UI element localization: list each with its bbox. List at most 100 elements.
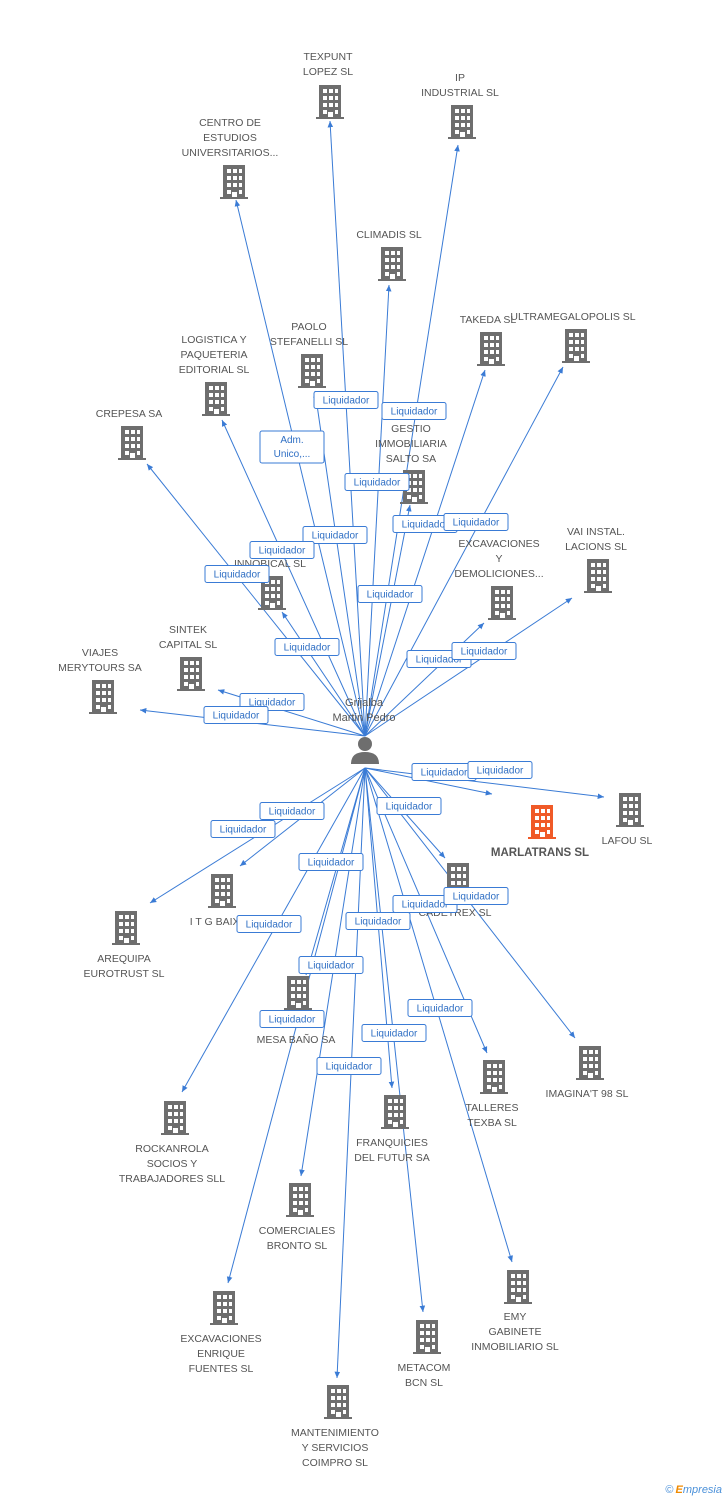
company-node-itg[interactable]: I T G BAIX... — [190, 874, 249, 928]
edge-to-excav_demol — [364, 622, 485, 737]
role-badge[interactable]: Liquidador — [381, 402, 447, 420]
building-icon — [208, 874, 236, 908]
company-node-ultra[interactable]: ULTRAMEGALOPOLIS SL — [510, 311, 636, 363]
building-icon — [504, 1270, 532, 1304]
brand-initial: E — [675, 1484, 683, 1496]
badge-label: Liquidador — [246, 920, 293, 931]
role-badge[interactable]: Adm.Unico,... — [259, 430, 325, 464]
role-badge[interactable]: Liquidador — [411, 763, 477, 781]
badge-label: Liquidador — [214, 570, 261, 581]
company-node-climadis[interactable]: CLIMADIS SL — [356, 229, 422, 281]
role-badge[interactable]: Liquidador — [407, 999, 473, 1017]
badge-label: Liquidador — [453, 892, 500, 903]
company-node-lafou[interactable]: LAFOU SL — [602, 793, 653, 847]
badge-label: Liquidador — [453, 518, 500, 529]
role-badge[interactable]: Liquidador — [313, 391, 379, 409]
badge-label: Liquidador — [421, 768, 468, 779]
role-badge[interactable]: Liquidador — [259, 1010, 325, 1028]
role-badge[interactable]: Liquidador — [451, 642, 517, 660]
company-label: SINTEK — [169, 624, 207, 636]
company-node-centro[interactable]: CENTRO DEESTUDIOSUNIVERSITARIOS... — [182, 117, 279, 199]
company-label: I T G BAIX... — [190, 916, 249, 928]
company-label: ENRIQUE — [197, 1348, 245, 1360]
company-label: BCN SL — [405, 1377, 443, 1389]
building-icon — [298, 354, 326, 388]
badge-label: Liquidador — [249, 698, 296, 709]
role-badge[interactable]: Liquidador — [249, 541, 315, 559]
role-badge[interactable]: Liquidador — [210, 820, 276, 838]
company-label: GESTIO — [391, 423, 431, 435]
company-node-viajes[interactable]: VIAJES MERYTOURS SA — [58, 647, 142, 714]
company-label: AREQUIPA — [97, 953, 150, 965]
role-badge[interactable]: Liquidador — [274, 638, 340, 656]
role-badge[interactable]: Liquidador — [357, 585, 423, 603]
building-icon — [177, 657, 205, 691]
role-badge[interactable]: Liquidador — [376, 797, 442, 815]
company-label: CREPESA SA — [96, 408, 163, 420]
company-node-excav_demol[interactable]: EXCAVACIONESYDEMOLICIONES... — [454, 538, 544, 620]
building-icon — [161, 1101, 189, 1135]
role-badge[interactable]: Liquidador — [302, 526, 368, 544]
role-badge[interactable]: Liquidador — [203, 706, 269, 724]
company-label: FUENTES SL — [189, 1363, 254, 1375]
company-node-imagina[interactable]: IMAGINA'T 98 SL — [546, 1046, 629, 1100]
company-label: EDITORIAL SL — [179, 364, 250, 376]
badge-label: Liquidador — [308, 961, 355, 972]
badge-label: Liquidador — [416, 655, 463, 666]
company-node-mesa[interactable]: MESA BAÑO SA — [257, 976, 336, 1046]
company-node-crepesa[interactable]: CREPESA SA — [96, 408, 163, 460]
badge-label: Liquidador — [312, 531, 359, 542]
company-node-takeda[interactable]: TAKEDA SL — [460, 314, 517, 366]
company-node-marlatrans[interactable]: MARLATRANS SL — [491, 805, 589, 859]
role-badge[interactable]: Liquidador — [298, 853, 364, 871]
role-badge[interactable]: Liquidador — [443, 513, 509, 531]
company-label: VIAJES — [82, 647, 118, 659]
company-label: MERYTOURS SA — [58, 662, 142, 674]
role-badge[interactable]: Liquidador — [345, 912, 411, 930]
role-badge[interactable]: Liquidador — [344, 473, 410, 491]
company-label: TEXBA SL — [467, 1117, 517, 1129]
role-badge[interactable]: Liquidador — [236, 915, 302, 933]
edges-layer — [139, 120, 605, 1379]
building-icon — [202, 382, 230, 416]
footer-brand[interactable]: ©Empresia — [665, 1484, 722, 1496]
role-badge[interactable]: Liquidador — [259, 802, 325, 820]
edge-to-climadis — [364, 284, 392, 737]
company-node-vai[interactable]: VAI INSTAL.LACIONS SL — [565, 526, 627, 593]
role-badge[interactable]: Liquidador — [443, 887, 509, 905]
company-label: COMERCIALES — [259, 1225, 335, 1237]
building-icon — [210, 1291, 238, 1325]
badge-label: Liquidador — [417, 1004, 464, 1015]
company-label: Y — [495, 553, 502, 565]
badge-label: Liquidador — [213, 711, 260, 722]
building-icon — [576, 1046, 604, 1080]
role-badge[interactable]: Liquidador — [467, 761, 533, 779]
role-badge[interactable]: Liquidador — [298, 956, 364, 974]
role-badge[interactable]: Liquidador — [316, 1057, 382, 1075]
role-badge[interactable]: Liquidador — [204, 565, 270, 583]
building-icon — [284, 976, 312, 1010]
company-label: DEMOLICIONES... — [454, 568, 543, 580]
role-badge[interactable]: Liquidador — [361, 1024, 427, 1042]
building-icon — [378, 247, 406, 281]
building-icon — [118, 426, 146, 460]
badge-label: Liquidador — [402, 520, 449, 531]
edge-to-lafou — [364, 767, 605, 800]
badge-label: Liquidador — [354, 478, 401, 489]
